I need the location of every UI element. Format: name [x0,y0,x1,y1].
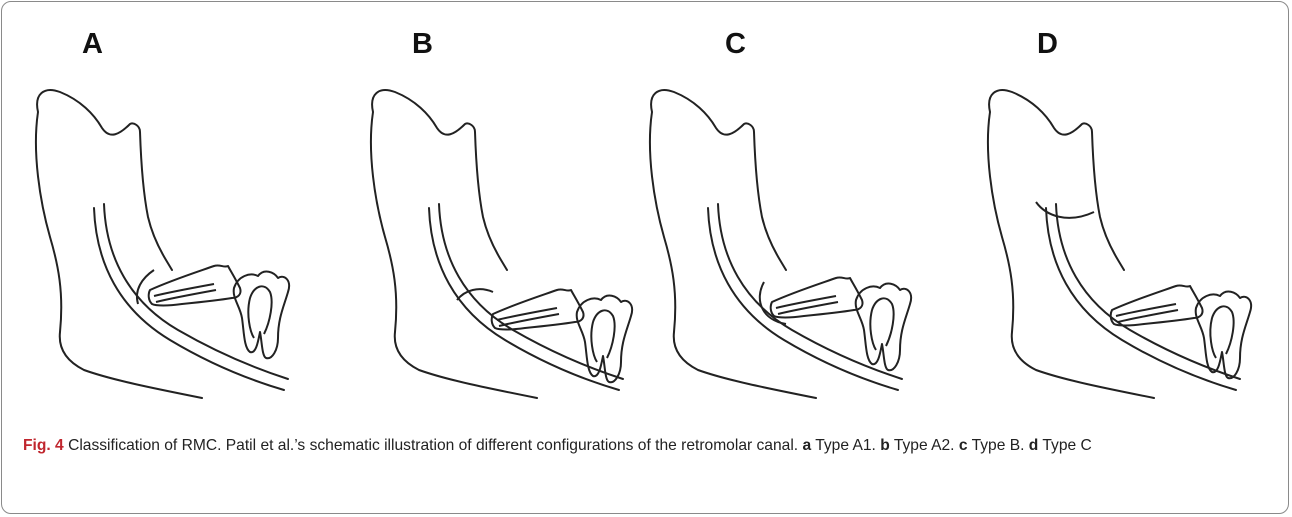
caption-letter-b: b [880,437,890,454]
retromolar-canal-d [1036,202,1094,218]
caption-type-d: Type C [1038,437,1091,454]
caption-type-b: Type A2. [890,437,959,454]
caption-letter-c: c [959,437,968,454]
caption-letter-a: a [802,437,811,454]
panel-b-drawing [371,90,632,398]
figure-number: Fig. 4 [23,437,64,454]
figure-caption: Fig. 4 Classification of RMC. Patil et a… [23,435,1268,457]
caption-text: Classification of RMC. Patil et al.’s sc… [64,437,803,454]
caption-type-c: Type B. [968,437,1029,454]
panel-a-drawing [36,90,289,398]
panel-d-drawing [988,90,1251,398]
caption-letter-d: d [1029,437,1039,454]
panel-c-drawing [650,90,911,398]
caption-type-a: Type A1. [811,437,880,454]
mandible-illustrations [2,2,1289,432]
